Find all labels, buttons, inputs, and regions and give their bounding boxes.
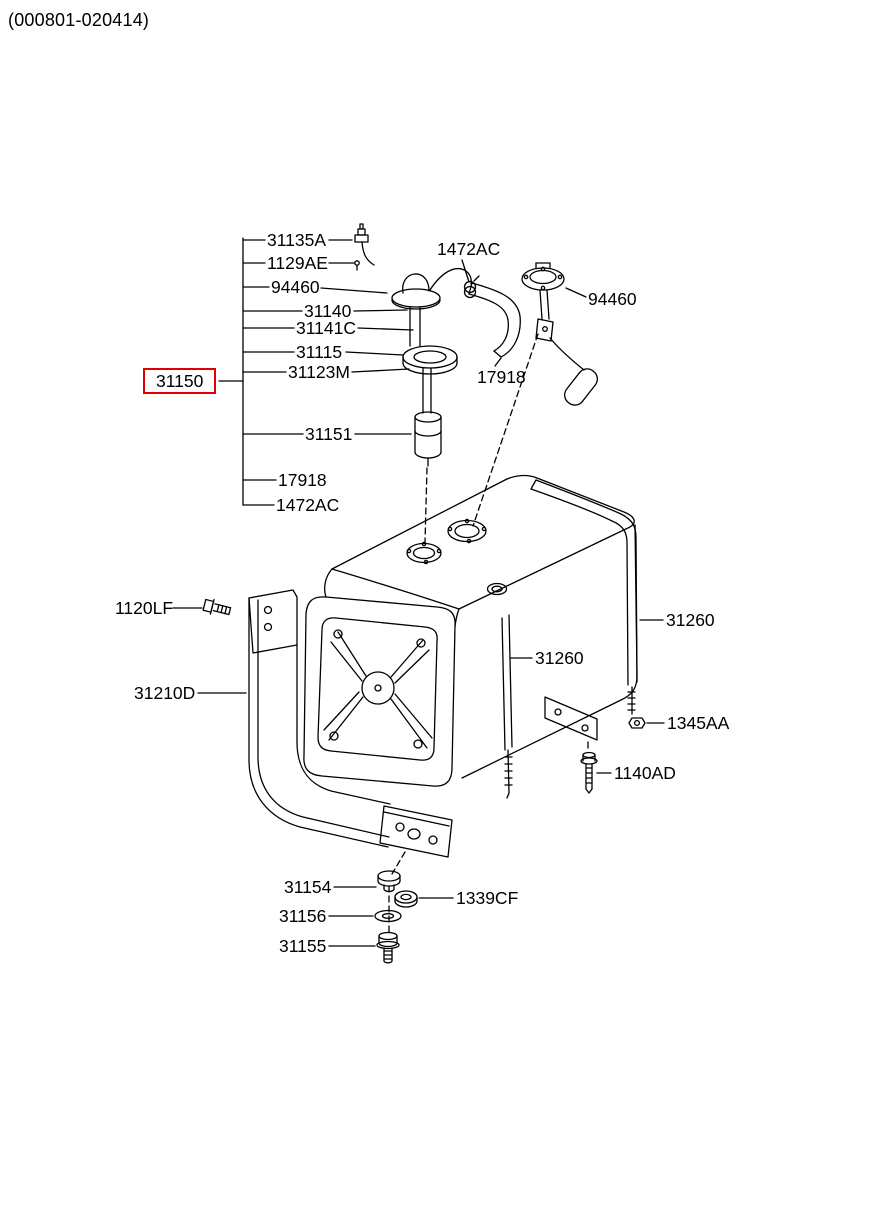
part-label-1472AC-top[interactable]: 1472AC: [437, 239, 501, 259]
part-label-31150-highlighted[interactable]: 31150: [143, 368, 217, 394]
part-label-31151[interactable]: 31151: [305, 424, 353, 444]
group-bracket-lines: [218, 237, 304, 506]
part-label-31141C[interactable]: 31141C: [296, 318, 357, 338]
part-label-31140[interactable]: 31140: [304, 301, 352, 321]
assembly-reference-lines: [388, 333, 589, 933]
part-label-31123M[interactable]: 31123M: [288, 362, 350, 382]
fuel-hose-drawing: [468, 282, 521, 358]
part-label-17918-mid[interactable]: 17918: [477, 367, 526, 387]
production-period-code: (000801-020414): [8, 10, 150, 30]
fasteners-drawing: [202, 598, 646, 964]
fuel-sender-drawing: [521, 262, 599, 406]
leader-lines: [172, 239, 665, 947]
part-label-1345AA[interactable]: 1345AA: [667, 713, 730, 733]
part-label-31260-right[interactable]: 31260: [666, 610, 715, 630]
part-label-1339CF[interactable]: 1339CF: [456, 888, 519, 908]
part-label-31260-mid[interactable]: 31260: [535, 648, 584, 668]
part-label-1140AD[interactable]: 1140AD: [614, 763, 676, 783]
mounting-bracket-drawing: [248, 589, 453, 858]
fuel-pump-assembly-drawing: [354, 223, 472, 467]
part-label-1472AC-group[interactable]: 1472AC: [276, 495, 340, 515]
part-label-17918-group[interactable]: 17918: [278, 470, 327, 490]
part-label-1129AE[interactable]: 1129AE: [267, 253, 328, 273]
part-label-31155[interactable]: 31155: [279, 936, 327, 956]
part-label-1120LF[interactable]: 1120LF: [115, 598, 174, 618]
part-label-31210D[interactable]: 31210D: [134, 683, 196, 703]
fuel-tank-drawing: [303, 474, 638, 787]
part-label-31156[interactable]: 31156: [279, 906, 327, 926]
part-label-31154[interactable]: 31154: [284, 877, 332, 897]
part-label-94460-top[interactable]: 94460: [271, 277, 320, 297]
part-label-31135A[interactable]: 31135A: [267, 230, 327, 250]
part-label-94460-right[interactable]: 94460: [588, 289, 637, 309]
part-label-31115[interactable]: 31115: [296, 342, 343, 362]
tank-band-drawing: [501, 479, 638, 799]
